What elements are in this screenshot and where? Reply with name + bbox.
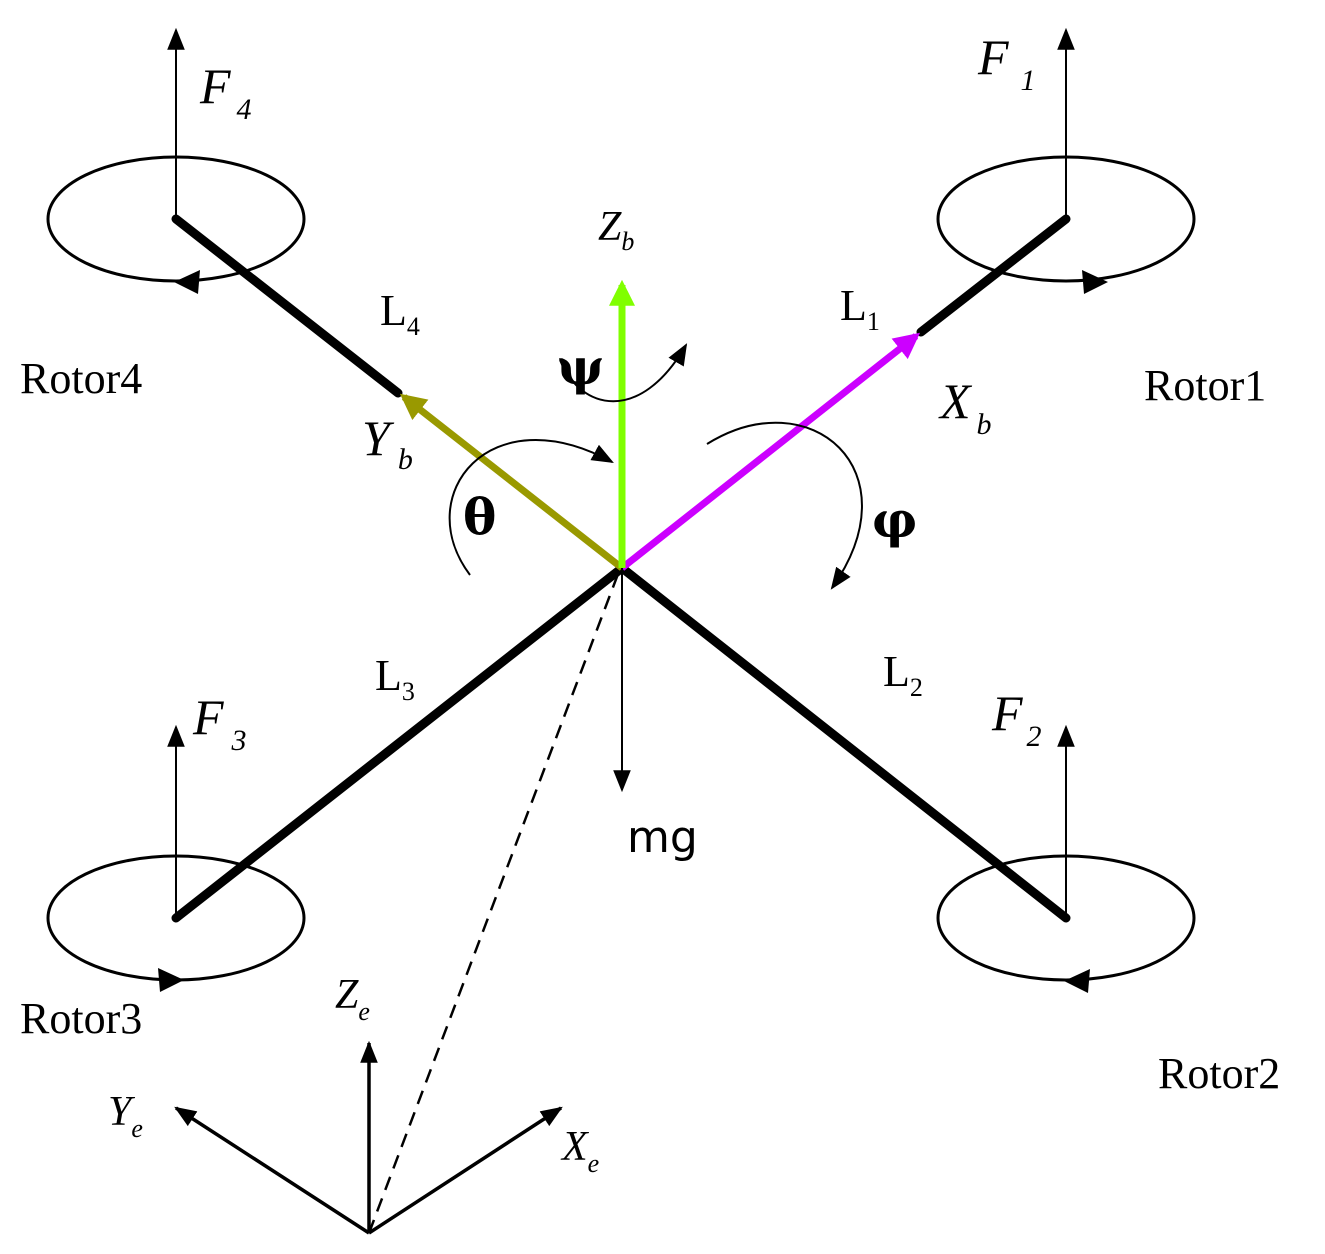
pitch-arc xyxy=(448,439,614,576)
arm-4 xyxy=(171,214,403,398)
y-body-axis xyxy=(399,393,625,571)
rotor3-label: Rotor3 xyxy=(20,994,142,1043)
arm-label-3: L3 xyxy=(375,651,415,706)
roll-arc xyxy=(706,421,863,590)
arm-label-4: L4 xyxy=(380,286,420,341)
z-body-label: Zb xyxy=(598,204,634,256)
arm-3 xyxy=(171,563,627,923)
rotor2-label: Rotor2 xyxy=(1158,1049,1280,1098)
z-earth-label: Ze xyxy=(335,972,370,1026)
x-earth-axis xyxy=(368,1106,563,1235)
rotor4-spin-arrow xyxy=(174,270,200,294)
yaw-label: ψ xyxy=(557,337,604,396)
rotor3-spin-arrow xyxy=(158,968,184,992)
rotor4-label: Rotor4 xyxy=(20,354,142,403)
y-earth-axis xyxy=(174,1106,370,1235)
rotor1-label: Rotor1 xyxy=(1144,361,1266,410)
rotor1-spin-arrow xyxy=(1082,270,1108,294)
roll-label: φ xyxy=(872,490,917,549)
yaw-arc xyxy=(559,343,688,403)
gravity-label: mg xyxy=(627,812,698,863)
arm-1 xyxy=(916,214,1071,337)
pitch-label: θ xyxy=(463,487,496,546)
y-earth-label: Ye xyxy=(108,1089,143,1143)
arm-label-2: L2 xyxy=(883,647,923,702)
x-body-axis xyxy=(619,332,921,571)
arm-label-1: L1 xyxy=(840,281,880,336)
rotor2-spin-arrow xyxy=(1064,969,1090,993)
x-earth-label: Xe xyxy=(560,1124,599,1178)
position-vector xyxy=(367,573,620,1234)
arm-2 xyxy=(617,563,1071,923)
